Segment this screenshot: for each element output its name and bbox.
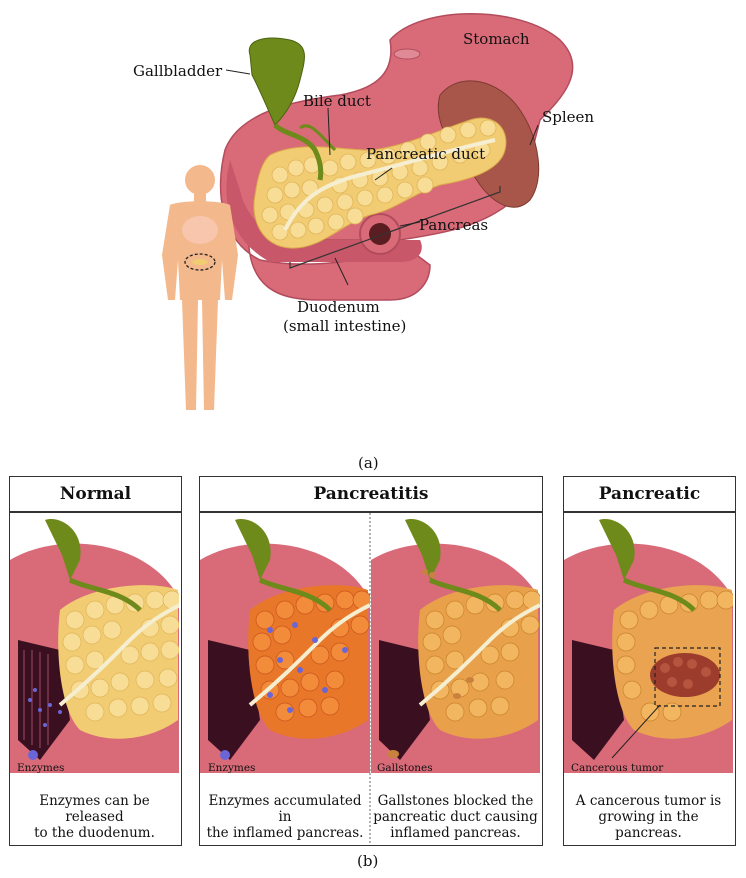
label-gallbladder: Gallbladder — [133, 62, 223, 80]
legend-gallstones: Gallstones — [377, 762, 433, 774]
caption-b: (b) — [357, 852, 379, 870]
legend-enzymes-2: Enzymes — [208, 762, 256, 774]
label-pancreas: Pancreas — [419, 216, 489, 234]
caption-a: (a) — [358, 454, 379, 472]
label-pancreatic-duct: Pancreatic duct — [366, 145, 486, 163]
organ-highlight-circle — [184, 253, 216, 271]
caption-gallstones-line-1: Gallstones blocked the — [377, 793, 534, 809]
caption-enzymes-line-2: the inflamed pancreas. — [206, 825, 364, 841]
header-pancreatic-cancer: Pancreatic cancer — [563, 476, 736, 538]
label-spleen: Spleen — [542, 108, 595, 126]
legend-enzymes-1: Enzymes — [17, 762, 65, 774]
caption-normal-line-1: Enzymes can be released — [39, 793, 150, 825]
caption-normal-line-2: to the duodenum. — [34, 825, 155, 841]
header-normal: Normal — [9, 476, 182, 512]
label-bile-duct: Bile duct — [303, 92, 371, 110]
caption-cancer-line-1: A cancerous tumor is — [575, 793, 722, 809]
label-stomach: Stomach — [463, 30, 530, 48]
caption-cancer: A cancerous tumor is growing in the panc… — [564, 793, 733, 841]
caption-cancer-line-2: growing in the pancreas. — [598, 809, 699, 841]
legend-cancerous-tumor: Cancerous tumor — [571, 762, 664, 774]
caption-gallstones-line-2: pancreatic duct causing — [373, 809, 538, 825]
caption-gallstones: Gallstones blocked the pancreatic duct c… — [371, 793, 540, 841]
label-duodenum: Duodenum — [297, 298, 380, 316]
caption-gallstones-line-3: inflamed pancreas. — [390, 825, 521, 841]
caption-enzymes-accumulated: Enzymes accumulated in the inflamed panc… — [200, 793, 370, 841]
caption-normal: Enzymes can be released to the duodenum. — [10, 793, 179, 841]
header-pancreatitis: Pancreatitis — [199, 476, 543, 512]
label-small-intestine: (small intestine) — [283, 317, 407, 335]
gallbladder-shape — [248, 37, 305, 126]
human-body-figure — [162, 165, 238, 410]
anatomy-illustration — [162, 13, 574, 410]
caption-enzymes-line-1: Enzymes accumulated in — [208, 793, 362, 825]
